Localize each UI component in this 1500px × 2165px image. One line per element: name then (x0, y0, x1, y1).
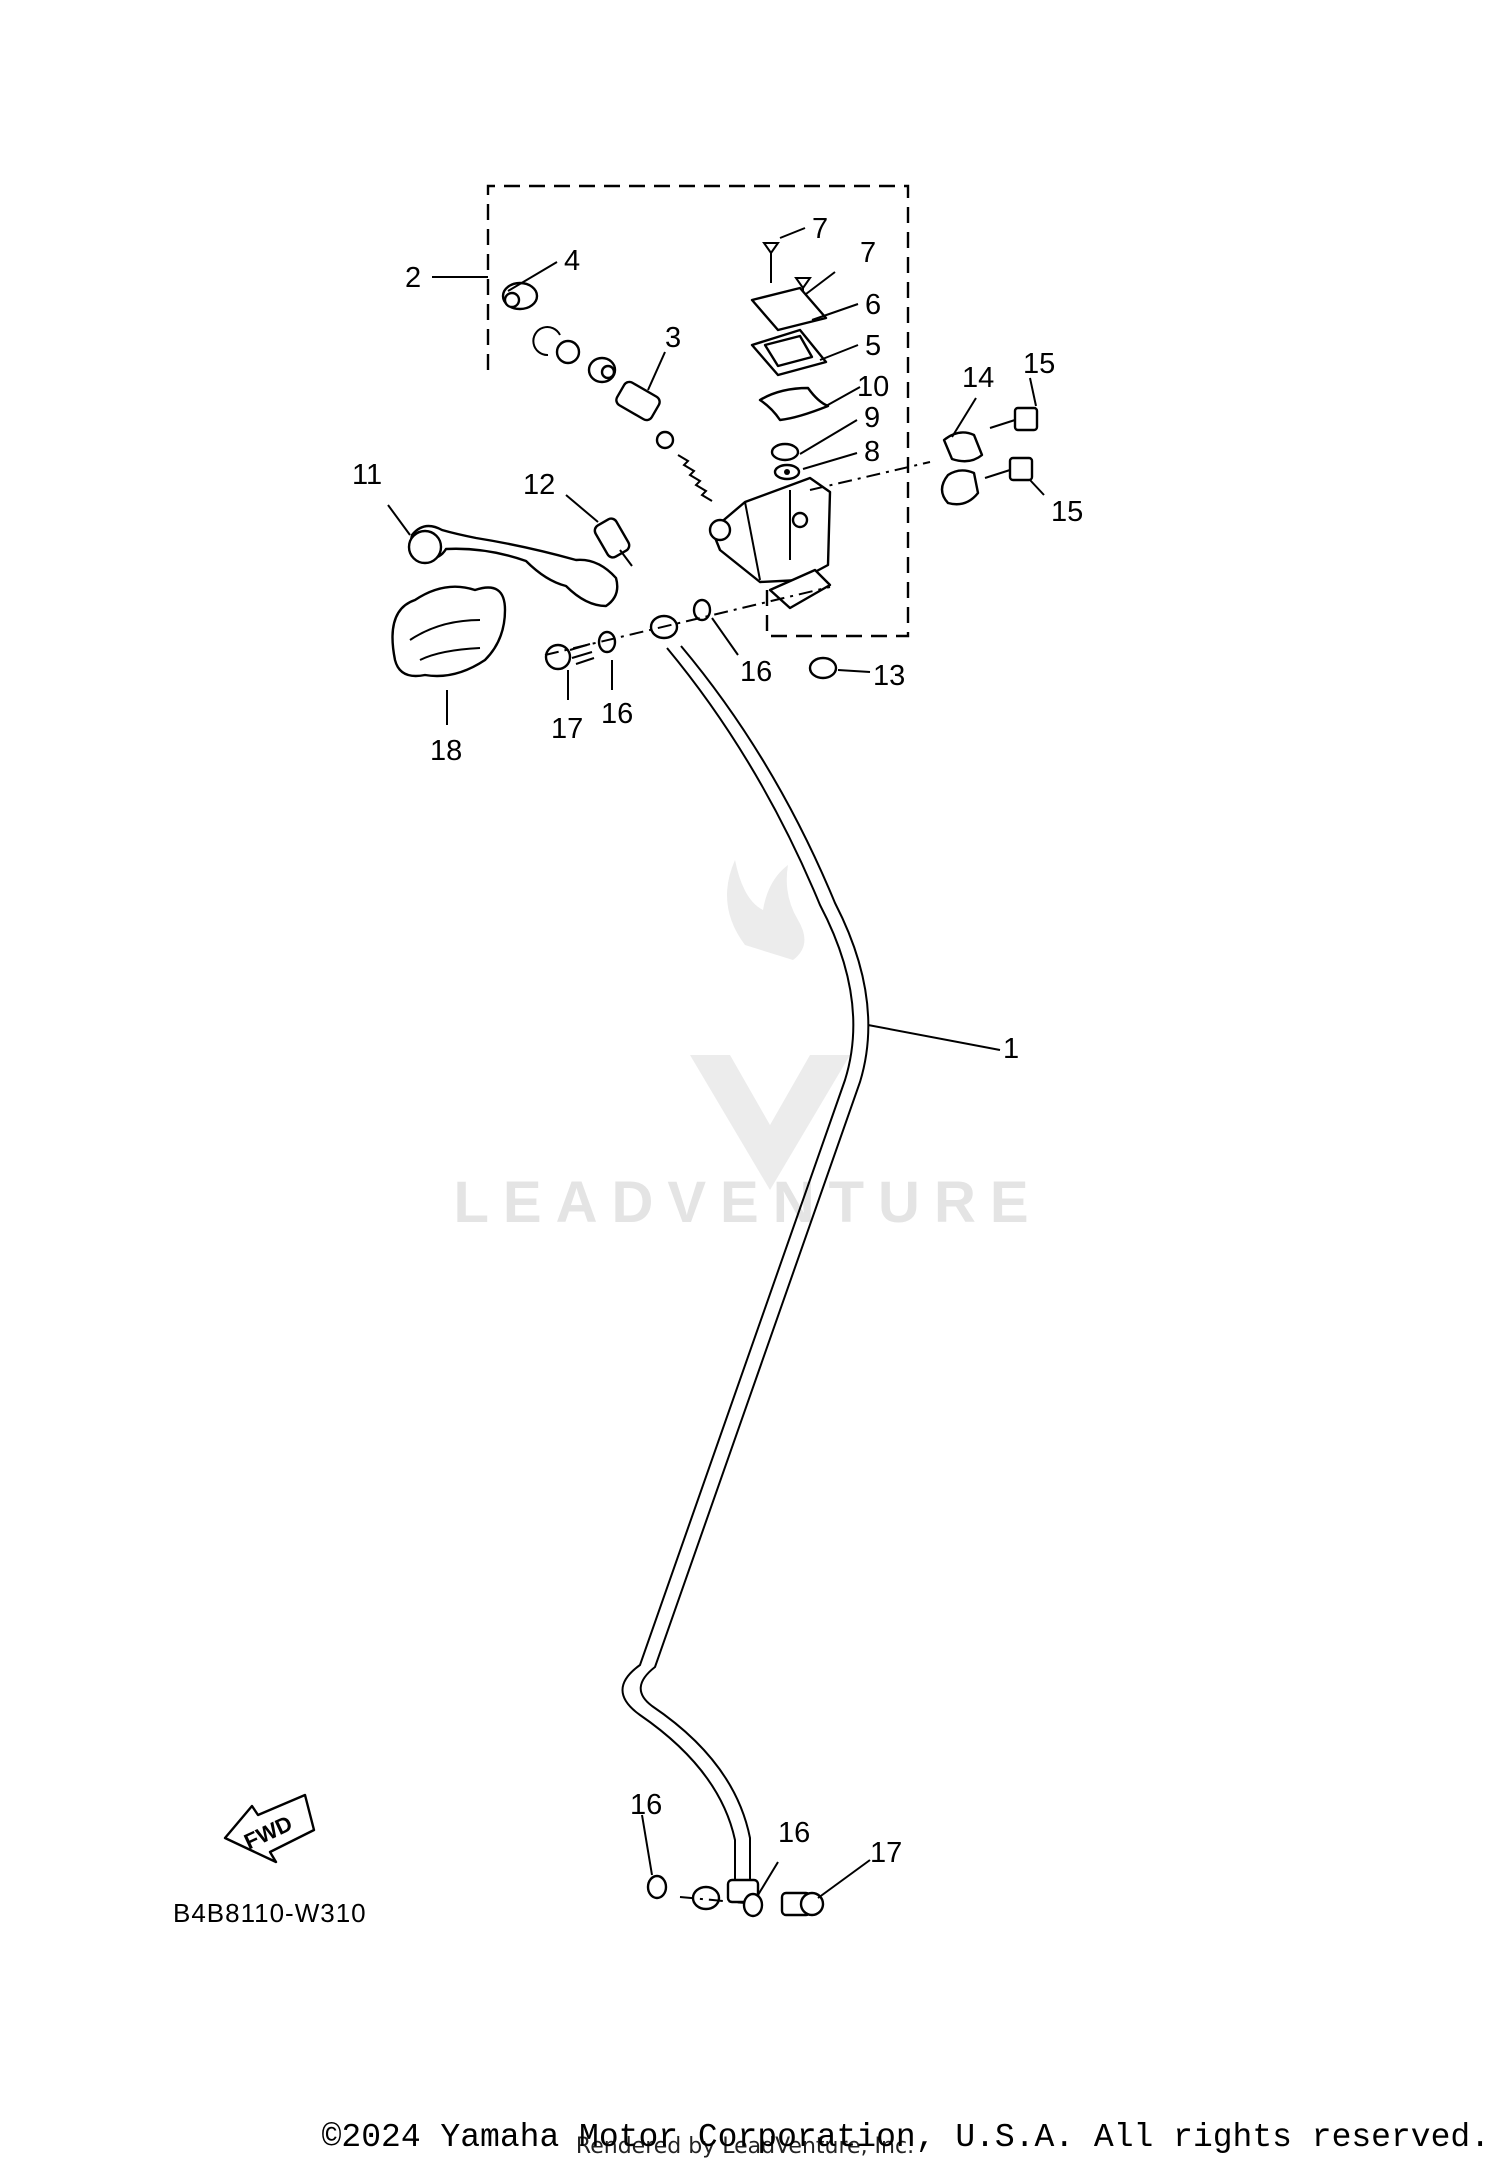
callout-14: 14 (962, 362, 994, 394)
callout-6: 6 (865, 289, 881, 321)
watermark-text: LEADVENTURE (453, 1170, 1042, 1235)
brake-hose[interactable] (621, 614, 870, 1911)
callout-11: 11 (352, 459, 382, 491)
callout-16b: 16 (601, 698, 633, 730)
callout-7a: 7 (812, 213, 828, 245)
callouts: 1 2 3 4 5 6 7 7 8 9 10 11 12 13 14 15 15… (352, 213, 1083, 1869)
cap-plate[interactable] (750, 328, 828, 377)
callout-8: 8 (864, 436, 880, 468)
callout-16a: 16 (740, 656, 772, 688)
callout-17b: 17 (870, 1837, 902, 1869)
diaphragm[interactable] (758, 386, 830, 422)
master-cylinder-assembly-boundary (486, 184, 910, 638)
lever-pivot-bolt[interactable] (593, 516, 633, 567)
clamp-bolts[interactable] (984, 406, 1039, 482)
diagram-code: B4B8110-W310 (173, 1898, 367, 1928)
circlip[interactable] (532, 326, 561, 357)
callout-9: 9 (864, 402, 880, 434)
rendered-by-text: Rendered by LeadVenture, Inc. (576, 2134, 914, 2159)
callout-5: 5 (865, 330, 881, 362)
fwd-arrow-icon: FWD (223, 1793, 316, 1864)
leadventure-watermark: LEADVENTURE (453, 860, 1042, 1235)
callout-15b: 15 (1051, 496, 1083, 528)
copper-washers-bottom[interactable] (646, 1874, 764, 1918)
callout-13: 13 (873, 660, 905, 692)
reservoir-cap[interactable] (750, 286, 828, 332)
callout-3: 3 (665, 322, 681, 354)
dust-boot[interactable] (501, 281, 539, 311)
float[interactable] (773, 463, 801, 481)
cap-nut[interactable] (808, 656, 838, 680)
brake-lever[interactable] (407, 524, 619, 608)
callout-1: 1 (1003, 1033, 1019, 1065)
diaphragm-ring[interactable] (770, 442, 800, 462)
callout-10: 10 (857, 371, 889, 403)
callout-15a: 15 (1023, 348, 1055, 380)
master-cylinder-body[interactable] (708, 476, 832, 610)
callout-12: 12 (523, 469, 555, 501)
callout-16c: 16 (630, 1789, 662, 1821)
callout-17a: 17 (551, 713, 583, 745)
callout-18: 18 (430, 735, 462, 767)
union-bolt-top[interactable] (544, 643, 595, 671)
callout-2: 2 (405, 262, 421, 294)
piston-kit[interactable] (555, 339, 713, 502)
callout-7b: 7 (860, 237, 876, 269)
union-bolt-bottom[interactable] (780, 1891, 825, 1917)
handlebar-clamp[interactable] (940, 431, 984, 506)
leader-lines (387, 227, 1045, 1904)
copper-washers-top[interactable] (597, 598, 712, 654)
copyright-text: ©2024 Yamaha Motor Corporation, U.S.A. A… (322, 2119, 1490, 2156)
callout-4: 4 (564, 245, 580, 277)
callout-16d: 16 (778, 1817, 810, 1849)
lever-guard[interactable] (391, 585, 507, 678)
